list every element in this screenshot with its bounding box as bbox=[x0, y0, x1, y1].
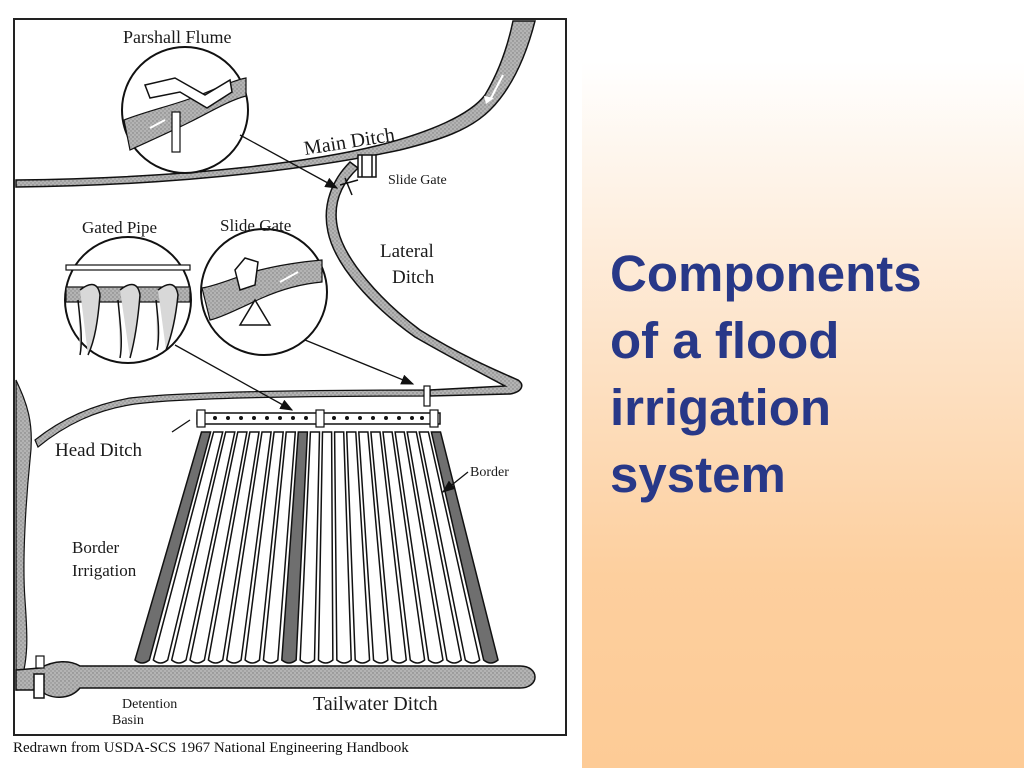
leader-slide-gate bbox=[304, 339, 415, 385]
label-slide-gate-top: Slide Gate bbox=[388, 173, 447, 188]
title-line-3: irrigation bbox=[610, 379, 832, 436]
tailwater-ditch bbox=[15, 661, 536, 698]
border-strip bbox=[317, 431, 334, 664]
border-strip bbox=[262, 431, 297, 664]
main-ditch-river bbox=[15, 20, 536, 188]
border-strips bbox=[134, 431, 499, 664]
border-strip bbox=[345, 431, 371, 664]
border-strip bbox=[370, 431, 408, 664]
label-head-ditch: Head Ditch bbox=[55, 440, 143, 461]
border-strip bbox=[170, 431, 236, 664]
title-line-4: system bbox=[610, 446, 786, 503]
border-strip bbox=[152, 431, 224, 664]
label-parshall-flume: Parshall Flume bbox=[123, 27, 232, 47]
leader-parshall bbox=[239, 134, 339, 189]
parshall-flume-inset bbox=[121, 46, 249, 174]
border-strip bbox=[189, 431, 248, 664]
slide-gate-top bbox=[357, 154, 377, 178]
title-line-2: of a flood bbox=[610, 312, 840, 369]
slide-title: Components of a flood irrigation system bbox=[610, 240, 1010, 508]
label-tailwater-ditch: Tailwater Ditch bbox=[313, 693, 438, 715]
leader-head-ditch bbox=[171, 419, 191, 433]
title-line-1: Components bbox=[610, 245, 922, 302]
slide-gate-inset bbox=[200, 228, 328, 356]
border-strip bbox=[357, 431, 389, 664]
border-strip bbox=[244, 431, 285, 664]
left-river bbox=[15, 379, 32, 691]
border-strip bbox=[382, 431, 426, 664]
label-detention: Detention bbox=[122, 697, 177, 712]
label-ditch: Ditch bbox=[392, 267, 435, 288]
label-gated-pipe: Gated Pipe bbox=[82, 218, 157, 237]
border-strip bbox=[207, 431, 260, 664]
border-strip bbox=[394, 431, 444, 664]
leader-border bbox=[441, 471, 469, 493]
border-strip bbox=[299, 431, 321, 664]
label-slide-gate-inset: Slide Gate bbox=[220, 216, 291, 235]
border-strip-dark bbox=[134, 431, 212, 664]
label-border-irrigation-1: Border bbox=[72, 538, 120, 557]
border-strip bbox=[418, 431, 481, 664]
figure-caption: Redrawn from USDA-SCS 1967 National Engi… bbox=[13, 740, 409, 756]
gated-pipe-inset bbox=[64, 236, 192, 364]
flow-arrow-main bbox=[489, 74, 504, 101]
pipe-gates bbox=[213, 416, 424, 420]
leader-gated-pipe bbox=[174, 344, 294, 411]
label-lateral: Lateral bbox=[380, 241, 434, 262]
border-strip bbox=[406, 431, 463, 664]
tailwater-gate bbox=[33, 673, 45, 699]
label-border: Border bbox=[470, 465, 509, 480]
border-strip bbox=[333, 431, 352, 664]
figure-panel: Parshall Flume Main Ditch Slide Gate Gat… bbox=[13, 18, 567, 756]
irrigation-diagram: Parshall Flume Main Ditch Slide Gate Gat… bbox=[13, 18, 567, 736]
lateral-ditch bbox=[325, 161, 523, 397]
label-border-irrigation-2: Irrigation bbox=[72, 561, 137, 580]
label-basin: Basin bbox=[112, 713, 144, 728]
border-strip bbox=[225, 431, 272, 664]
border-strip-dark bbox=[281, 431, 309, 664]
